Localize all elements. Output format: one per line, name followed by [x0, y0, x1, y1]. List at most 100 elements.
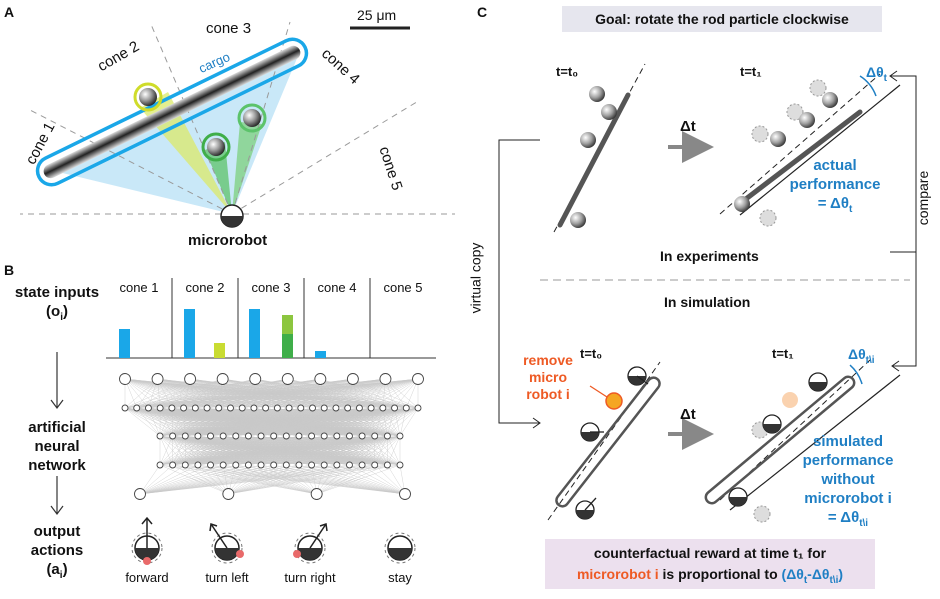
exp-ball-4	[570, 212, 586, 228]
exp-ball-3	[580, 132, 596, 148]
nn-node	[344, 404, 352, 412]
nn-node	[257, 432, 265, 440]
nn-node	[119, 373, 131, 385]
particle-yellow	[139, 88, 157, 106]
sim-rod-t1	[704, 375, 856, 505]
nn-node	[396, 461, 404, 469]
nn-node	[346, 461, 353, 469]
nn-node	[184, 373, 197, 385]
panel-b-letter: B	[4, 262, 15, 278]
green-cone-2	[232, 122, 262, 214]
reward-line-1: counterfactual reward at time t₁ for	[593, 545, 827, 561]
nn-node	[297, 404, 305, 412]
exp-ball-1	[589, 86, 605, 102]
stay-icon	[384, 532, 416, 564]
nn-node	[346, 432, 353, 440]
nn-node	[412, 373, 424, 385]
sim-dt-label: Δt	[680, 406, 696, 423]
nn-node	[227, 404, 234, 412]
nn-node	[181, 432, 189, 440]
action-turn-right: turn right	[284, 570, 336, 585]
cone-header-1: cone 1	[119, 280, 159, 295]
cone-header-5: cone 5	[383, 280, 423, 295]
nn-node	[257, 461, 265, 469]
removed-robot	[589, 385, 623, 410]
nn-node	[355, 404, 363, 412]
bar-cone2-blue	[184, 309, 195, 358]
panel-b-left-arrows	[50, 352, 64, 515]
nn-node	[144, 404, 152, 412]
nn-node	[169, 432, 177, 440]
nn-node	[168, 404, 176, 412]
nn-node	[320, 461, 328, 469]
cargo-outline	[35, 37, 309, 187]
action-turn-left: turn left	[205, 570, 249, 585]
simulated-performance: simulated performance without microrobot…	[802, 433, 894, 529]
nn-node	[156, 404, 164, 412]
nn-node	[346, 373, 359, 385]
nn-node	[314, 373, 327, 385]
forward-icon	[131, 516, 163, 565]
state-input-bars	[106, 278, 436, 359]
nn-node	[367, 404, 375, 412]
bar-cone3-lightgreen	[282, 315, 293, 334]
sim-robot-a	[627, 366, 649, 386]
nn-node	[203, 404, 211, 412]
cargo-rod	[43, 45, 301, 179]
sim-robot-b	[580, 422, 604, 442]
action-icons	[131, 516, 416, 565]
nn-node	[333, 432, 341, 440]
nn-node	[207, 461, 214, 469]
sim-t0-label: t=t₀	[580, 346, 603, 361]
cone-3-label: cone 3	[206, 20, 252, 37]
nn-node	[285, 404, 293, 412]
sim-rod-t0	[555, 376, 661, 508]
nn-node	[191, 404, 199, 412]
nn-node	[181, 461, 189, 469]
nn-node	[383, 432, 391, 440]
bar-cone4-blue	[315, 351, 326, 358]
action-stay: stay	[388, 570, 412, 585]
sim-t1-label: t=t₁	[772, 346, 794, 361]
nn-node	[332, 404, 340, 412]
turn-right-icon	[293, 523, 328, 564]
nn-node	[309, 404, 316, 412]
nn-node	[371, 461, 379, 469]
nn-node	[333, 461, 341, 469]
panel-a-diagram	[20, 21, 455, 228]
nn-node	[169, 461, 177, 469]
nn-node	[371, 432, 379, 440]
nn-node	[295, 461, 303, 469]
nn-node	[402, 404, 410, 412]
sim-robot-c	[575, 497, 597, 520]
neural-network	[119, 373, 424, 500]
ann-label: artificial neural network	[28, 419, 86, 474]
nn-node	[358, 432, 366, 440]
state-inputs-label: state inputs (oi)	[2, 283, 112, 327]
nn-node	[308, 432, 316, 440]
nn-node	[262, 404, 270, 412]
exp-rod-t0	[557, 92, 631, 228]
nn-node	[151, 373, 164, 385]
nn-node	[194, 461, 202, 469]
action-forward: forward	[125, 570, 169, 585]
exp-t1-label: t=t₁	[740, 64, 762, 79]
compare-label: compare	[915, 170, 932, 226]
exp-dt-label: Δt	[680, 118, 696, 135]
goal-box: Goal: rotate the rod particle clockwise	[562, 6, 882, 32]
in-experiments-label: In experiments	[660, 248, 759, 264]
reward-box: counterfactual reward at time t₁ for mic…	[545, 539, 875, 589]
cone-header-2: cone 2	[185, 280, 225, 295]
nn-node	[219, 461, 227, 469]
particle-green-2	[243, 109, 261, 127]
nn-node	[358, 461, 366, 469]
nn-node	[391, 404, 399, 412]
panel-c-diagram	[498, 63, 917, 523]
panel-c-letter: C	[477, 4, 488, 20]
bar-cone1-blue	[119, 329, 130, 358]
nn-node	[134, 488, 146, 500]
virtual-copy-label: virtual copy	[467, 242, 484, 314]
panel-a-letter: A	[4, 4, 15, 20]
nn-node	[238, 404, 246, 412]
nn-node	[383, 461, 391, 469]
